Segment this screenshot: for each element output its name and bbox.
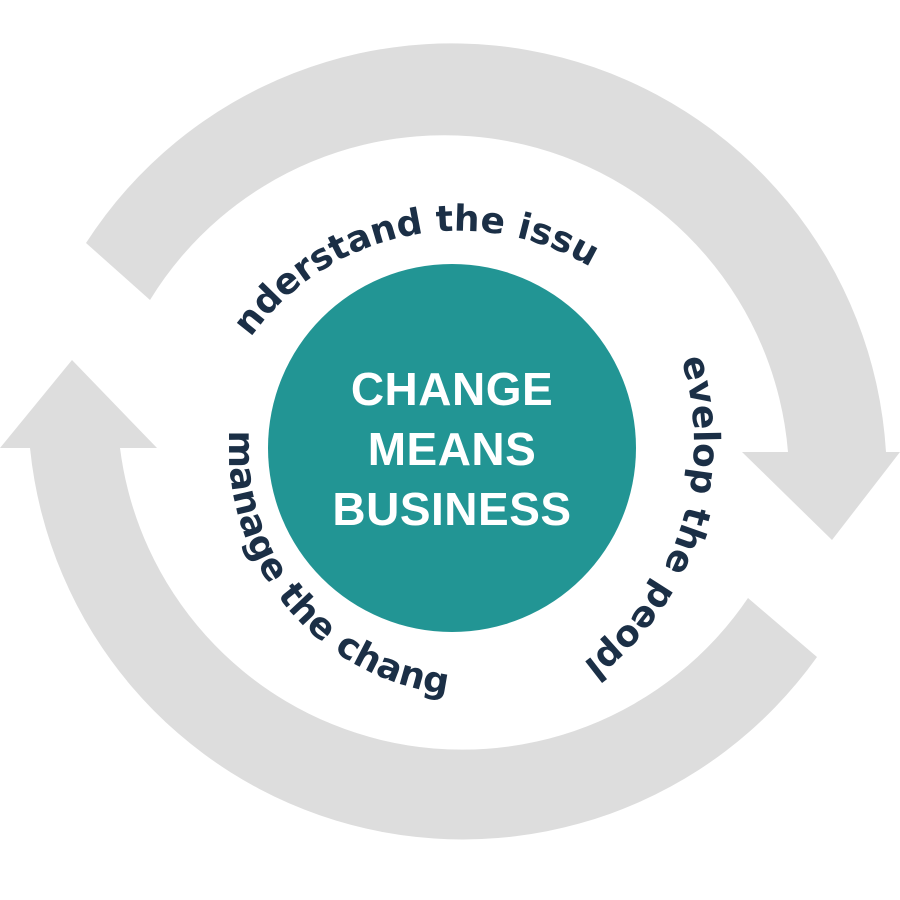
center-circle [268,264,636,632]
upper-cycle-arrow [86,43,900,540]
center-line-3: BUSINESS [332,483,571,535]
lower-cycle-arrow [0,360,817,840]
center-line-1: CHANGE [351,363,553,415]
center-line-2: MEANS [368,423,537,475]
